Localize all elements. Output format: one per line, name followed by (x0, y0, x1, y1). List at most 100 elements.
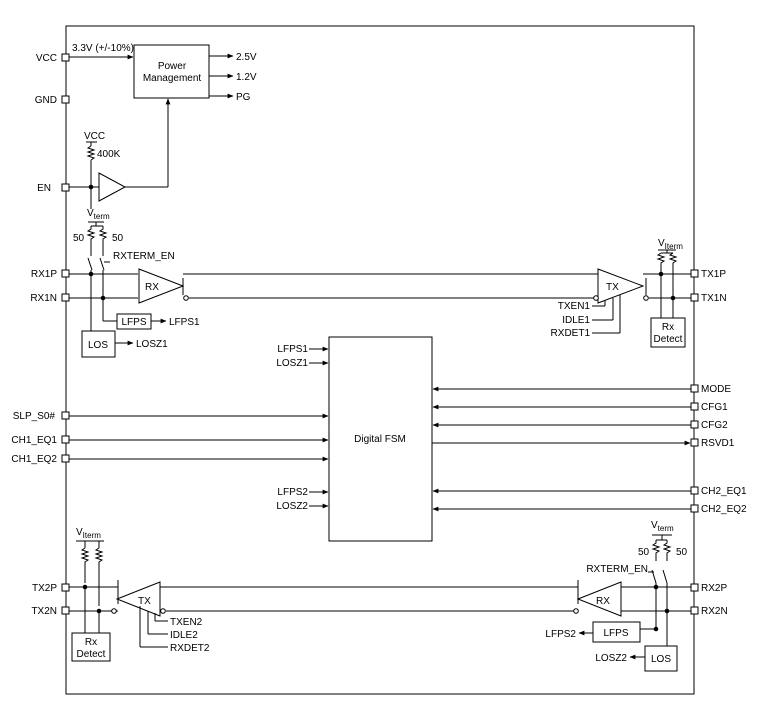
pin-ch2-eq2-label: CH2_EQ2 (701, 504, 747, 515)
pin-tx2p-label: TX2P (32, 583, 57, 594)
pin-tx1p-label: TX1P (701, 269, 726, 280)
en-resistor-label: 400K (97, 149, 121, 160)
ch1-tx-buffer-icon (597, 268, 645, 304)
ch1-tx-section: TX TXEN1 IDLE1 RXDET1 VIterm Rx Detect (551, 238, 691, 348)
pin-tx1n-label: TX1N (701, 293, 727, 304)
pin-rx1p[interactable]: RX1P (31, 269, 70, 280)
en-pullup-resistor-icon (86, 145, 96, 161)
pin-cfg1-label: CFG1 (701, 402, 728, 413)
ch2-tx-buffer-icon (115, 581, 161, 617)
pin-vcc[interactable]: VCC (36, 53, 70, 64)
pin-cfg2-label: CFG2 (701, 420, 728, 431)
pin-ch1-eq1[interactable]: CH1_EQ1 (11, 435, 70, 446)
output-pg-label: PG (236, 92, 251, 103)
digital-fsm-section: Digital FSM LFPS1 LOSZ1 LFPS2 LOSZ2 (69, 336, 691, 542)
ch2-res-right-label: 50 (676, 547, 688, 558)
ch1-los-block-label: LOS (88, 340, 108, 351)
pin-gnd[interactable]: GND (35, 95, 70, 106)
ch2-rx-section: RX Vterm 50 50 RXTERM_EN LFPS LFPS2 LOS (545, 520, 691, 672)
ch1-rxdet-label: RXDET1 (551, 328, 591, 339)
ch2-tx-label: TX (138, 596, 151, 607)
power-block-line2: Management (143, 73, 202, 84)
ch1-rx-buffer-icon (138, 268, 185, 304)
pin-rx2n[interactable]: RX2N (690, 606, 728, 617)
pin-en[interactable]: EN (37, 183, 70, 194)
ch2-lfps-block (592, 621, 641, 643)
ch1-rx-label: RX (145, 282, 159, 293)
supply-voltage-label: 3.3V (+/-10%) (72, 43, 134, 54)
ch1-txen-label: TXEN1 (558, 301, 591, 312)
pin-rsvd1-label: RSVD1 (701, 438, 735, 449)
ch1-res-left-label: 50 (73, 233, 85, 244)
fsm-lfps2-label: LFPS2 (277, 487, 308, 498)
pin-tx1p[interactable]: TX1P (690, 269, 726, 280)
ch1-term-resistor-left-icon (86, 226, 96, 243)
pin-ch2-eq2[interactable]: CH2_EQ2 (690, 504, 747, 515)
ch1-rx-section: Vterm 50 50 RXTERM_EN RX LFPS (69, 208, 598, 358)
output-1v2-label: 1.2V (236, 72, 257, 83)
pin-slp-s0[interactable]: SLP_S0# (13, 411, 70, 422)
ch1-detect-line2: Detect (654, 334, 683, 345)
pin-rsvd1[interactable]: RSVD1 (690, 438, 735, 449)
fsm-losz2-label: LOSZ2 (276, 501, 308, 512)
ch2-txen-label: TXEN2 (170, 617, 203, 628)
pin-cfg1[interactable]: CFG1 (690, 402, 728, 413)
ch2-los-block-label: LOS (651, 654, 671, 665)
pin-cfg2[interactable]: CFG2 (690, 420, 728, 431)
fsm-losz1-label: LOSZ1 (276, 358, 308, 369)
ch1-rx-detect-block (650, 317, 686, 348)
pin-mode-label: MODE (701, 384, 731, 395)
power-block-line1: Power (158, 61, 187, 72)
pin-rx2p-label: RX2P (701, 583, 727, 594)
pin-rx1n[interactable]: RX1N (30, 293, 70, 304)
ch1-detect-line1: Rx (662, 322, 674, 333)
ch1-term-resistor-right-icon (98, 226, 108, 243)
ch1-los-block (81, 330, 116, 358)
digital-fsm-block (328, 336, 433, 542)
pin-rx2p[interactable]: RX2P (690, 583, 727, 594)
pin-tx2n-label: TX2N (31, 606, 57, 617)
ch2-tx-vterm-label: VIterm (76, 527, 101, 540)
power-management-block (133, 44, 210, 99)
pin-rx1n-label: RX1N (30, 293, 57, 304)
output-2v5-label: 2.5V (236, 52, 257, 63)
ch1-lfps-block-label: LFPS (121, 317, 146, 328)
ch2-rx-label: RX (596, 596, 610, 607)
ch2-los-out-label: LOSZ2 (595, 653, 627, 664)
chip-outline (65, 25, 695, 695)
pin-tx1n[interactable]: TX1N (690, 293, 727, 304)
ch2-detect-line1: Rx (85, 637, 97, 648)
ch1-tx-label: TX (606, 282, 619, 293)
pin-ch1-eq2[interactable]: CH1_EQ2 (11, 454, 70, 465)
pin-slp-s0-label: SLP_S0# (13, 411, 56, 422)
en-vcc-label: VCC (84, 131, 105, 142)
ch1-rxterm-label: RXTERM_EN (113, 251, 175, 262)
pin-ch2-eq1-label: CH2_EQ1 (701, 486, 747, 497)
fsm-lfps1-label: LFPS1 (277, 344, 308, 355)
ch2-rxdet-label: RXDET2 (170, 643, 210, 654)
ch1-los-out-label: LOSZ1 (136, 339, 168, 350)
pin-ch2-eq1[interactable]: CH2_EQ1 (690, 486, 747, 497)
ch2-idle-label: IDLE2 (170, 630, 198, 641)
pin-tx2n[interactable]: TX2N (31, 606, 70, 617)
pin-gnd-label: GND (35, 95, 57, 106)
power-section: 3.3V (+/-10%) Power Management 2.5V 1.2V… (69, 43, 257, 209)
ch2-vterm-label: Vterm (651, 520, 674, 533)
ch1-tx-vterm-label: VIterm (658, 238, 683, 251)
ch2-tx-resistor-left-icon (80, 547, 90, 583)
ch2-lfps-out-label: LFPS2 (545, 629, 576, 640)
ch1-lfps-out-label: LFPS1 (169, 317, 200, 328)
ch2-tx-resistor-right-icon (94, 547, 104, 606)
ch2-tx-section: VIterm Rx Detect TX TXEN2 IDLE2 RXDET2 (69, 527, 578, 662)
pin-mode[interactable]: MODE (690, 384, 731, 395)
ch2-los-block (644, 645, 678, 672)
ch2-rx-detect-block (71, 632, 111, 662)
ch1-res-right-label: 50 (112, 233, 124, 244)
ch1-tx-resistor-right-icon (668, 252, 678, 299)
ch2-rx-buffer-icon (576, 581, 622, 617)
ch2-detect-line2: Detect (77, 649, 106, 660)
ch2-lfps-block-label: LFPS (603, 628, 628, 639)
en-buffer-icon (98, 172, 127, 202)
pin-tx2p[interactable]: TX2P (32, 583, 70, 594)
